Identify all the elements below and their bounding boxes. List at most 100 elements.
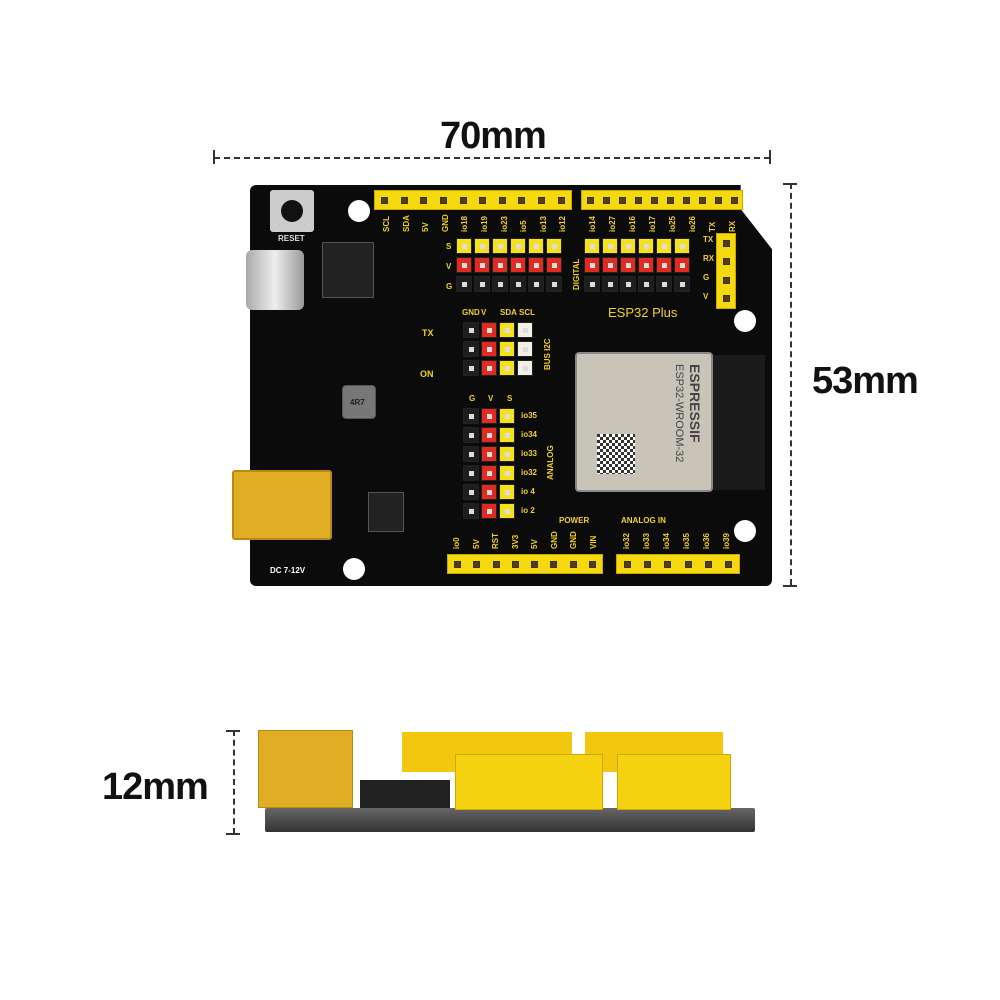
header-pin-hole[interactable]: [602, 196, 610, 204]
digital-pin[interactable]: [656, 238, 672, 254]
header-pin-hole[interactable]: [684, 560, 692, 568]
header-pin-hole[interactable]: [420, 196, 428, 204]
analog-pin[interactable]: [463, 484, 479, 500]
digital-pin[interactable]: [510, 276, 526, 292]
dc-power-jack[interactable]: [232, 470, 332, 540]
header-pin-hole[interactable]: [643, 560, 651, 568]
i2c-pin[interactable]: [481, 341, 497, 357]
header-pin-hole[interactable]: [440, 196, 448, 204]
header-pin-hole[interactable]: [618, 196, 626, 204]
header-pin-hole[interactable]: [722, 276, 730, 284]
digital-pin[interactable]: [584, 276, 600, 292]
power-header[interactable]: [447, 554, 603, 574]
header-pin-hole[interactable]: [459, 196, 467, 204]
header-pin-hole[interactable]: [454, 560, 462, 568]
uart-header[interactable]: [716, 233, 736, 309]
digital-pin[interactable]: [620, 238, 636, 254]
header-pin-hole[interactable]: [722, 295, 730, 303]
i2c-pin[interactable]: [517, 341, 533, 357]
top-right-header[interactable]: [581, 190, 743, 210]
digital-pin[interactable]: [528, 238, 544, 254]
analog-pin[interactable]: [463, 427, 479, 443]
digital-pin[interactable]: [528, 257, 544, 273]
analog-pin[interactable]: [499, 465, 515, 481]
digital-pin[interactable]: [546, 257, 562, 273]
digital-pin[interactable]: [638, 257, 654, 273]
analog-in-header[interactable]: [616, 554, 740, 574]
reset-button[interactable]: [270, 190, 314, 232]
usb-c-port[interactable]: [246, 250, 304, 310]
digital-pin[interactable]: [546, 238, 562, 254]
analog-pin[interactable]: [481, 484, 497, 500]
i2c-pin[interactable]: [463, 322, 479, 338]
header-pin-hole[interactable]: [498, 196, 506, 204]
analog-pin[interactable]: [481, 503, 497, 519]
digital-pin[interactable]: [620, 276, 636, 292]
digital-pin[interactable]: [492, 238, 508, 254]
i2c-pin[interactable]: [481, 360, 497, 376]
digital-pin[interactable]: [510, 238, 526, 254]
header-pin-hole[interactable]: [538, 196, 546, 204]
digital-pin[interactable]: [456, 257, 472, 273]
header-pin-hole[interactable]: [557, 196, 565, 204]
digital-pin[interactable]: [492, 276, 508, 292]
i2c-pin[interactable]: [517, 322, 533, 338]
header-pin-hole[interactable]: [623, 560, 631, 568]
digital-pin[interactable]: [620, 257, 636, 273]
analog-pin[interactable]: [481, 446, 497, 462]
header-pin-hole[interactable]: [725, 560, 733, 568]
header-pin-hole[interactable]: [714, 196, 722, 204]
i2c-pin[interactable]: [517, 360, 533, 376]
header-pin-hole[interactable]: [634, 196, 642, 204]
digital-pin[interactable]: [674, 276, 690, 292]
digital-pin[interactable]: [584, 238, 600, 254]
digital-pin[interactable]: [492, 257, 508, 273]
digital-pin[interactable]: [656, 257, 672, 273]
digital-pin[interactable]: [510, 257, 526, 273]
header-pin-hole[interactable]: [511, 560, 519, 568]
i2c-pin[interactable]: [499, 360, 515, 376]
analog-pin[interactable]: [463, 465, 479, 481]
header-pin-hole[interactable]: [381, 196, 389, 204]
digital-pin[interactable]: [474, 276, 490, 292]
digital-pin[interactable]: [456, 276, 472, 292]
analog-pin[interactable]: [499, 484, 515, 500]
header-pin-hole[interactable]: [588, 560, 596, 568]
digital-pin[interactable]: [638, 238, 654, 254]
i2c-pin[interactable]: [499, 341, 515, 357]
i2c-pin[interactable]: [463, 341, 479, 357]
header-pin-hole[interactable]: [704, 560, 712, 568]
analog-pin[interactable]: [481, 408, 497, 424]
digital-pin[interactable]: [584, 257, 600, 273]
analog-pin[interactable]: [481, 427, 497, 443]
digital-pin[interactable]: [638, 276, 654, 292]
analog-pin[interactable]: [499, 408, 515, 424]
analog-pin[interactable]: [499, 503, 515, 519]
digital-pin[interactable]: [456, 238, 472, 254]
analog-pin[interactable]: [463, 446, 479, 462]
header-pin-hole[interactable]: [682, 196, 690, 204]
digital-pin[interactable]: [656, 276, 672, 292]
digital-pin[interactable]: [528, 276, 544, 292]
digital-pin[interactable]: [674, 257, 690, 273]
header-pin-hole[interactable]: [664, 560, 672, 568]
i2c-pin[interactable]: [481, 322, 497, 338]
digital-pin[interactable]: [474, 238, 490, 254]
digital-pin[interactable]: [602, 238, 618, 254]
digital-pin[interactable]: [474, 257, 490, 273]
header-pin-hole[interactable]: [730, 196, 738, 204]
header-pin-hole[interactable]: [492, 560, 500, 568]
header-pin-hole[interactable]: [586, 196, 594, 204]
digital-pin[interactable]: [546, 276, 562, 292]
header-pin-hole[interactable]: [666, 196, 674, 204]
header-pin-hole[interactable]: [473, 560, 481, 568]
digital-pin[interactable]: [602, 276, 618, 292]
analog-pin[interactable]: [463, 408, 479, 424]
i2c-pin[interactable]: [463, 360, 479, 376]
header-pin-hole[interactable]: [479, 196, 487, 204]
analog-pin[interactable]: [463, 503, 479, 519]
analog-pin[interactable]: [499, 427, 515, 443]
header-pin-hole[interactable]: [722, 258, 730, 266]
i2c-pin[interactable]: [499, 322, 515, 338]
top-left-header[interactable]: [374, 190, 572, 210]
